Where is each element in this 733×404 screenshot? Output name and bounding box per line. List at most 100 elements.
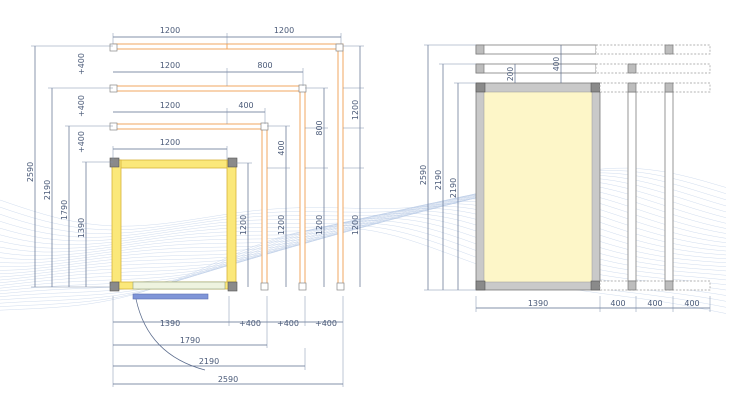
corner-post — [109, 157, 120, 168]
dim-label: 400 — [552, 57, 561, 72]
beam-right-outer — [337, 43, 344, 288]
background-wave-line — [0, 205, 727, 284]
background-wave-line — [0, 198, 727, 275]
dim-label: 1200 — [160, 26, 180, 35]
dim-label: 2590 — [218, 375, 238, 384]
post-grey — [664, 280, 674, 291]
dim-label: 400 — [684, 299, 699, 308]
beam-dashed — [595, 63, 711, 74]
corner-post — [227, 281, 238, 292]
dim-label: 2190 — [434, 170, 443, 190]
background-wave-line — [0, 217, 727, 297]
dim-label: +400 — [277, 319, 299, 328]
dim-label: 1790 — [180, 336, 200, 345]
beam-dashed — [595, 44, 711, 55]
dim-label: 400 — [647, 299, 662, 308]
beam-right-2 — [299, 85, 306, 288]
dim-label: 200 — [506, 67, 515, 82]
door-opening — [132, 281, 226, 290]
background-wave-line — [0, 193, 727, 267]
dim-label: 1790 — [60, 200, 69, 220]
background-wave-line — [0, 189, 727, 260]
dim-label: 2190 — [449, 178, 458, 198]
corner-post — [109, 281, 120, 292]
background-wave-line — [0, 177, 727, 242]
dim-label: 1200 — [277, 215, 286, 235]
post-marker — [109, 122, 118, 131]
beam-top-3 — [112, 123, 268, 130]
dim-label: 2590 — [419, 165, 428, 185]
dim-label: 1200 — [160, 138, 180, 147]
beam-top-grey — [475, 63, 597, 74]
background-wave-line — [0, 167, 727, 227]
post-grey — [627, 82, 637, 93]
dim-label: 2590 — [26, 162, 35, 182]
background-wave-line — [0, 227, 727, 314]
dim-label: 1390 — [77, 218, 86, 238]
background-wave-line — [0, 220, 727, 301]
dim-label: +400 — [315, 319, 337, 328]
post-marker — [298, 282, 307, 291]
background-wave-line — [0, 201, 727, 278]
dim-label: 1200 — [274, 26, 294, 35]
corner-post — [475, 280, 486, 291]
left-plan-drawing: 1200 1200 1200 800 1200 400 1200 2590 21… — [26, 26, 364, 387]
right-elevation-drawing: 2590 2190 2190 200 400 1390 400 400 400 — [419, 44, 711, 312]
post-marker — [260, 282, 269, 291]
background-wave-line — [0, 225, 727, 308]
post-grey — [475, 63, 485, 74]
dim-label: +400 — [239, 319, 261, 328]
post-marker — [335, 43, 344, 52]
post-marker — [260, 122, 269, 131]
door-swing-arc — [135, 298, 206, 371]
dim-label: 1200 — [315, 215, 324, 235]
dim-label: 400 — [238, 101, 253, 110]
dim-label: 2190 — [199, 357, 219, 366]
corner-post — [590, 82, 601, 93]
dim-label: 1200 — [239, 215, 248, 235]
beam-right-3 — [261, 123, 268, 288]
post-vertical — [627, 91, 637, 282]
post-grey — [664, 82, 674, 93]
post-marker — [109, 43, 118, 52]
dim-label: 1390 — [528, 299, 548, 308]
frame-left-yellow — [111, 159, 122, 288]
beam-top-outer — [112, 43, 344, 50]
dim-label: 1200 — [351, 100, 360, 120]
dim-label: 1390 — [160, 319, 180, 328]
background-waves — [0, 167, 727, 314]
post-grey — [475, 44, 485, 55]
post-marker — [109, 84, 118, 93]
beam-dashed — [599, 280, 711, 291]
background-wave-line — [0, 172, 727, 234]
corner-post — [590, 280, 601, 291]
dim-label: +400 — [77, 95, 86, 117]
dim-label: 1200 — [160, 61, 180, 70]
dim-label: +400 — [77, 53, 86, 75]
dim-label: +400 — [77, 131, 86, 153]
dim-label: 400 — [610, 299, 625, 308]
post-vertical — [664, 91, 674, 282]
dim-label: 1200 — [160, 101, 180, 110]
post-grey — [664, 44, 674, 55]
dim-label: 400 — [277, 140, 286, 155]
post-marker — [336, 282, 345, 291]
beam-dashed — [599, 82, 711, 93]
corner-post — [475, 82, 486, 93]
dim-label: 2190 — [43, 180, 52, 200]
panel-fill — [483, 91, 593, 283]
dim-label: 800 — [315, 120, 324, 135]
beam-top-grey — [475, 44, 597, 55]
frame-top-yellow — [111, 159, 237, 169]
door-leaf — [132, 293, 209, 300]
post-grey — [627, 280, 637, 291]
post-grey — [627, 63, 637, 74]
post-marker — [298, 84, 307, 93]
dim-label: 1200 — [351, 215, 360, 235]
corner-post — [227, 157, 238, 168]
beam-top-2 — [112, 85, 306, 92]
frame-right-yellow — [226, 159, 237, 288]
dim-label: 800 — [257, 61, 272, 70]
